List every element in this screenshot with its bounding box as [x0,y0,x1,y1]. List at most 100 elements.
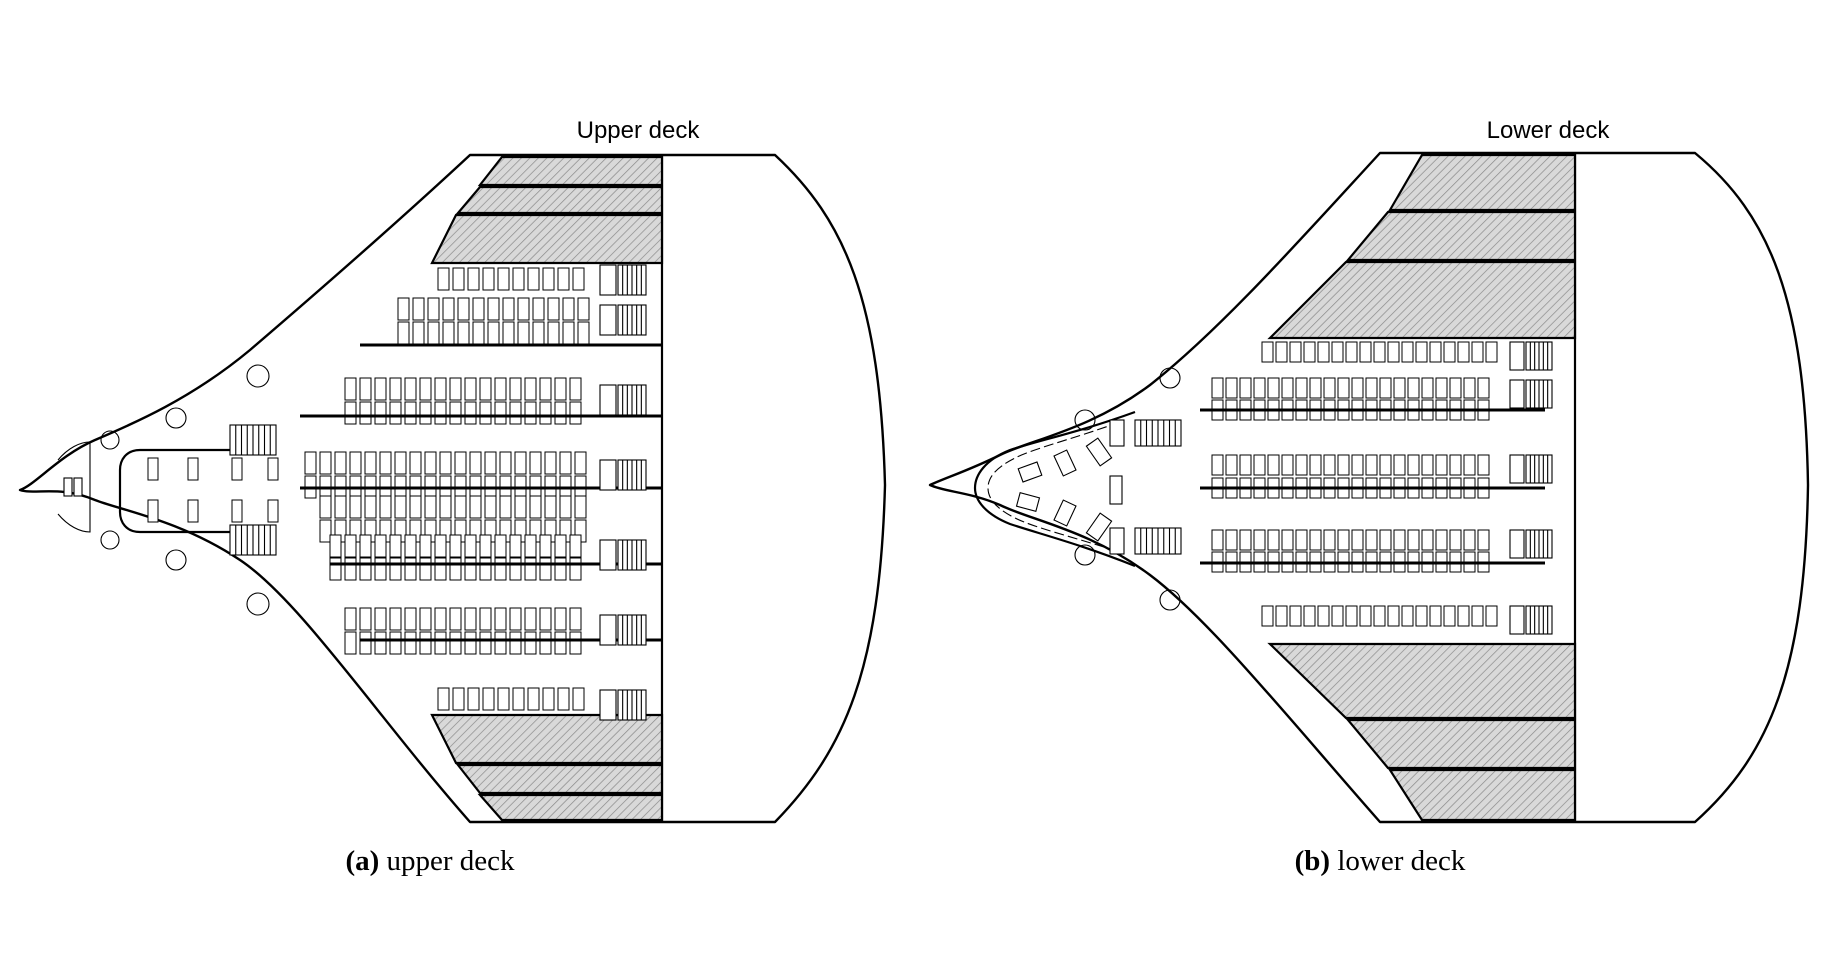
seat [484,495,497,519]
seat [479,631,492,655]
seat [554,401,567,425]
seat [334,451,347,475]
seat [1435,377,1448,399]
seat [359,631,372,655]
upper-deck-caption: (a) upper deck [345,845,515,877]
lower-forward-seats [1015,437,1123,542]
seat [479,557,492,581]
seat [512,687,525,711]
lavatory [1509,605,1525,635]
upper-lounge-wall [118,448,270,534]
seat [1295,529,1308,551]
seat [394,451,407,475]
seat [562,321,575,345]
seat [1317,341,1330,363]
seat [497,267,510,291]
seat [457,321,470,345]
lower-stair-steps [1140,420,1176,554]
seat [1281,377,1294,399]
seat [464,401,477,425]
seat [359,534,372,558]
seat [1317,605,1330,627]
seat [419,631,432,655]
seat [304,451,317,475]
seat [1463,454,1476,476]
upper-window-markers [100,364,270,616]
lavatory [599,264,617,296]
seat [469,451,482,475]
seat [547,321,560,345]
seat [479,401,492,425]
seat [449,607,462,631]
seat [1435,454,1448,476]
seat [574,451,587,475]
upper-seat-rows [300,267,662,711]
seat [1239,377,1252,399]
seat [472,297,485,321]
seat [487,321,500,345]
seat [1309,454,1322,476]
seat [539,534,552,558]
seat [1421,454,1434,476]
seat [509,557,522,581]
lower-galley-6 [1387,768,1577,822]
seat [569,534,582,558]
seat [1387,341,1400,363]
seat [1275,341,1288,363]
seat [344,631,357,655]
seat [569,377,582,401]
seat [1281,529,1294,551]
seat [1303,341,1316,363]
lower-seat-rows [1200,341,1545,627]
seat [419,607,432,631]
seat [1429,605,1442,627]
seat [442,297,455,321]
seat [1281,454,1294,476]
seat [502,321,515,345]
upper-deck-panel: Upper deck [18,117,887,877]
seat [1275,605,1288,627]
seat [509,607,522,631]
seat [452,267,465,291]
seat [572,267,585,291]
upper-stair-steps [235,425,271,555]
seat [389,534,402,558]
seat [434,534,447,558]
seat [577,297,590,321]
seat [1211,377,1224,399]
seat [1323,529,1336,551]
seat [1359,341,1372,363]
seat [1463,377,1476,399]
seat [404,377,417,401]
seat [1449,454,1462,476]
seat [539,607,552,631]
seat [502,297,515,321]
seat [427,321,440,345]
seat [524,401,537,425]
seat [532,321,545,345]
seat [464,607,477,631]
lavatory [1509,454,1525,484]
seat [499,495,512,519]
seat [527,267,540,291]
seat [559,495,572,519]
seat [434,401,447,425]
upper-service-blocks [599,264,647,721]
seat [1421,529,1434,551]
lower-lavatory-1 [1109,419,1125,447]
seat [1365,377,1378,399]
seat [419,377,432,401]
seat [374,557,387,581]
seat [389,401,402,425]
seat [1421,377,1434,399]
seat [437,687,450,711]
seat [394,495,407,519]
seat [509,377,522,401]
seat [1379,529,1392,551]
seat [359,607,372,631]
lower-galley-2 [1345,210,1577,262]
seat [1261,341,1274,363]
seat [1295,454,1308,476]
seat [1323,377,1336,399]
seat [577,321,590,345]
